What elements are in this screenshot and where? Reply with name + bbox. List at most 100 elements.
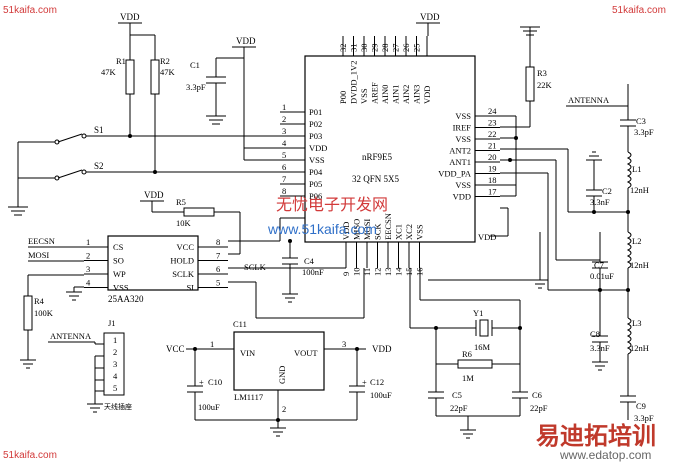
svg-text:21: 21 bbox=[488, 141, 497, 151]
svg-text:9: 9 bbox=[341, 272, 351, 276]
capacitor-c4: C4 100nF bbox=[282, 239, 324, 303]
svg-text:C6: C6 bbox=[532, 390, 542, 400]
svg-text:1: 1 bbox=[282, 102, 286, 112]
svg-text:3.3nF: 3.3nF bbox=[590, 197, 610, 207]
svg-text:VIN: VIN bbox=[240, 348, 255, 358]
svg-text:C10: C10 bbox=[208, 377, 222, 387]
svg-text:ANT2: ANT2 bbox=[449, 146, 471, 156]
svg-text:易迪拓培训: 易迪拓培训 bbox=[536, 422, 656, 450]
svg-text:VCC: VCC bbox=[166, 344, 185, 354]
svg-text:www.edatop.com: www.edatop.com bbox=[559, 448, 651, 462]
svg-text:S2: S2 bbox=[94, 161, 104, 171]
capacitor-c7: C7 0.01uF bbox=[548, 232, 630, 292]
svg-text:SI: SI bbox=[186, 283, 194, 293]
svg-text:6: 6 bbox=[216, 264, 220, 274]
svg-text:22K: 22K bbox=[537, 80, 553, 90]
svg-text:R3: R3 bbox=[537, 68, 547, 78]
svg-text:100K: 100K bbox=[34, 308, 54, 318]
capacitor-c6: C6 22pF bbox=[512, 390, 548, 416]
svg-text:VSS: VSS bbox=[455, 111, 471, 121]
svg-text:30: 30 bbox=[359, 44, 369, 53]
svg-text:17: 17 bbox=[488, 187, 497, 197]
svg-text:23: 23 bbox=[488, 118, 497, 128]
svg-text:R5: R5 bbox=[176, 197, 186, 207]
svg-text:DVDD_1V2: DVDD_1V2 bbox=[349, 61, 359, 104]
svg-text:VDD: VDD bbox=[453, 192, 471, 202]
resistor-r4: R4 100K bbox=[20, 274, 84, 369]
svg-text:14: 14 bbox=[394, 267, 404, 276]
svg-text:1M: 1M bbox=[462, 373, 474, 383]
svg-text:6: 6 bbox=[282, 162, 286, 172]
svg-text:C12: C12 bbox=[370, 377, 384, 387]
svg-text:VSS: VSS bbox=[415, 224, 425, 240]
svg-text:VDD: VDD bbox=[309, 143, 327, 153]
svg-text:AIN1: AIN1 bbox=[391, 85, 401, 104]
svg-text:nRF9E5: nRF9E5 bbox=[362, 152, 393, 162]
svg-text:VSS: VSS bbox=[455, 180, 471, 190]
svg-text:VSS: VSS bbox=[455, 134, 471, 144]
svg-text:VOUT: VOUT bbox=[294, 348, 318, 358]
svg-text:16M: 16M bbox=[474, 342, 491, 352]
svg-text:P04: P04 bbox=[309, 167, 323, 177]
svg-text:2: 2 bbox=[113, 347, 117, 357]
svg-text:22: 22 bbox=[488, 129, 497, 139]
svg-text:C2: C2 bbox=[602, 186, 612, 196]
svg-text:天线插座: 天线插座 bbox=[104, 402, 132, 411]
svg-text:2: 2 bbox=[282, 404, 286, 414]
svg-text:SCK: SCK bbox=[373, 223, 383, 240]
svg-text:100uF: 100uF bbox=[370, 390, 392, 400]
svg-text:MOSI: MOSI bbox=[28, 250, 49, 260]
svg-text:18: 18 bbox=[488, 175, 497, 185]
svg-text:10: 10 bbox=[352, 268, 362, 277]
svg-text:3.3pF: 3.3pF bbox=[634, 127, 654, 137]
svg-text:3: 3 bbox=[113, 359, 117, 369]
capacitor-c1: VDD C1 3.3pF bbox=[186, 36, 280, 149]
svg-text:3: 3 bbox=[86, 264, 90, 274]
svg-text:P06: P06 bbox=[309, 191, 322, 201]
svg-text:VDD: VDD bbox=[120, 12, 140, 22]
svg-text:C5: C5 bbox=[452, 390, 462, 400]
gnd-eeprom bbox=[66, 286, 84, 301]
svg-text:P02: P02 bbox=[309, 119, 322, 129]
eeprom-chip: 25AA320 bbox=[107, 235, 199, 304]
svg-text:EECSN: EECSN bbox=[383, 213, 393, 240]
eeprom-pin-5: 5SI bbox=[186, 278, 228, 293]
svg-text:26: 26 bbox=[401, 44, 411, 53]
svg-text:VDD: VDD bbox=[420, 12, 440, 22]
gnd-switches bbox=[8, 206, 28, 216]
svg-text:VDD: VDD bbox=[372, 344, 392, 354]
resistor-r3: R3 22K bbox=[500, 26, 553, 128]
svg-text:1: 1 bbox=[113, 335, 117, 345]
svg-text:7: 7 bbox=[282, 174, 286, 184]
svg-text:VDD: VDD bbox=[422, 86, 432, 104]
svg-text:VDD: VDD bbox=[236, 36, 256, 46]
gnd-pin16 bbox=[428, 232, 548, 289]
svg-text:3.3pF: 3.3pF bbox=[186, 82, 206, 92]
svg-text:C11: C11 bbox=[233, 319, 247, 329]
svg-text:SCLK: SCLK bbox=[172, 269, 195, 279]
svg-text:R6: R6 bbox=[462, 349, 472, 359]
svg-text:24: 24 bbox=[488, 106, 497, 116]
watermark-top-right: 51kaifa.com bbox=[612, 5, 666, 16]
antenna-network: ANTENNA C3 3.3pF L1 12nH L2 12nH L3 12nH… bbox=[556, 84, 654, 423]
svg-text:0.01uF: 0.01uF bbox=[590, 271, 614, 281]
svg-text:2: 2 bbox=[86, 251, 90, 261]
svg-text:4: 4 bbox=[282, 138, 287, 148]
